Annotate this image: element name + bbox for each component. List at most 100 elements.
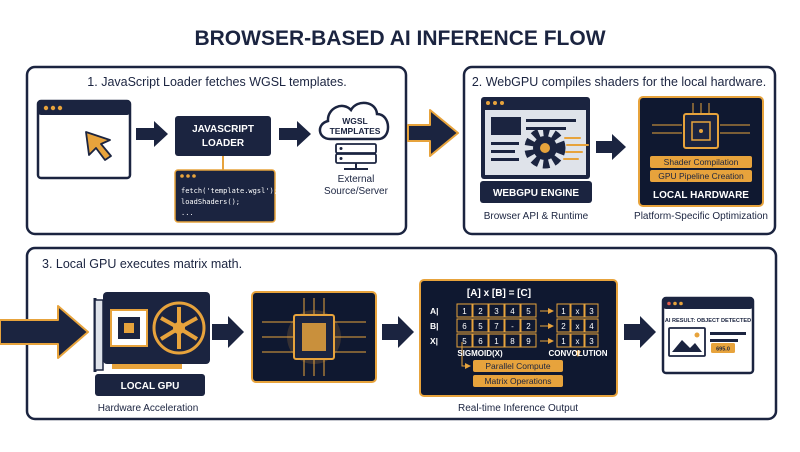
page-title: BROWSER-BASED AI INFERENCE FLOW xyxy=(194,27,605,50)
matrix-flow-arrows xyxy=(461,308,581,369)
gear-icon xyxy=(524,127,566,169)
tag-gpu-pipeline xyxy=(650,170,752,182)
matrix-cell xyxy=(488,318,505,333)
matrix-cell xyxy=(456,303,473,318)
arrow-into-panel3 xyxy=(0,305,89,359)
tag-matrix-operations-label: Matrix Operations xyxy=(484,376,551,386)
arrow-loader-to-cloud xyxy=(279,121,311,147)
local-hardware-label: LOCAL HARDWARE xyxy=(653,190,749,201)
tag-shader-compilation xyxy=(650,156,752,168)
cloud-icon: WGSL TEMPLATES xyxy=(318,101,390,141)
arrow-panel1-to-panel2 xyxy=(407,109,459,157)
result-cell xyxy=(584,318,599,333)
matrix-cell xyxy=(520,318,537,333)
matrix-cell xyxy=(504,303,521,318)
browser-window-icon xyxy=(36,99,132,180)
motion-lines xyxy=(563,137,589,160)
confidence-value: 695.0 xyxy=(716,347,730,353)
webgpu-engine-caption: Browser API & Runtime xyxy=(484,211,589,222)
result-text: AI RESULT: OBJECT DETECTED xyxy=(665,318,751,324)
result-cell-value: x xyxy=(576,307,580,316)
matrix-cell xyxy=(472,303,489,318)
panel-3-heading: 3. Local GPU executes matrix math. xyxy=(42,257,242,271)
matrix-cell-value: 4 xyxy=(510,307,515,316)
gpu-core-chip xyxy=(251,291,377,383)
cursor-icon xyxy=(85,131,112,161)
arrow-gpu-to-core xyxy=(212,316,244,348)
code-line-1: fetch('template.wgsl'); xyxy=(181,187,278,195)
arrow-core-to-matrix xyxy=(382,316,414,348)
output-caption: Real-time Inference Output xyxy=(458,403,578,414)
gpu-card-icon xyxy=(93,292,210,372)
loader-label-line2: LOADER xyxy=(202,138,245,149)
result-cell-value: 3 xyxy=(589,337,594,346)
javascript-loader-box: JAVASCRIPT LOADER xyxy=(175,116,271,156)
tag-shader-compilation-label: Shader Compilation xyxy=(664,157,739,167)
result-cell xyxy=(570,333,585,348)
cloud-label-line1: WGSL xyxy=(342,116,368,126)
matrix-cell-value: 3 xyxy=(494,307,499,316)
code-line-2: loadShaders(); xyxy=(181,198,240,206)
matrix-cell-value: 1 xyxy=(494,337,499,346)
result-cell xyxy=(556,333,571,348)
image-icon xyxy=(668,327,706,357)
matrix-cell-value: 8 xyxy=(510,337,515,346)
matrix-cell-value: - xyxy=(511,322,514,331)
matrix-row-label: B| xyxy=(430,321,439,331)
result-cell xyxy=(584,303,599,318)
result-cell-value: 1 xyxy=(561,337,566,346)
result-cell xyxy=(556,318,571,333)
result-cell-value: 1 xyxy=(561,307,566,316)
confidence-badge xyxy=(711,343,735,353)
matrix-cell xyxy=(488,303,505,318)
result-cell-value: 2 xyxy=(561,322,566,331)
matrix-cell-value: 6 xyxy=(462,322,467,331)
matrix-row-label: X| xyxy=(430,336,438,346)
result-cell xyxy=(556,303,571,318)
code-snippet-window: fetch('template.wgsl'); loadShaders(); .… xyxy=(174,169,278,223)
matrix-cell-value: 5 xyxy=(462,337,467,346)
matrix-cell xyxy=(520,333,537,348)
loader-label-line1: JAVASCRIPT xyxy=(192,124,254,135)
panel-1-heading: 1. JavaScript Loader fetches WGSL templa… xyxy=(87,75,346,89)
arrow-matrix-to-result xyxy=(624,316,656,348)
matrix-cell xyxy=(472,318,489,333)
webgpu-engine-label: WEBGPU ENGINE xyxy=(493,188,579,199)
result-cell-value: x xyxy=(576,322,580,331)
result-cell-value: 3 xyxy=(589,307,594,316)
matrix-cell-value: 5 xyxy=(478,322,483,331)
local-gpu-box xyxy=(95,374,205,396)
matrix-cell xyxy=(504,318,521,333)
matrix-cell xyxy=(456,318,473,333)
matrix-cell xyxy=(504,333,521,348)
matrix-cell-value: 9 xyxy=(526,337,531,346)
matrix-cell xyxy=(456,333,473,348)
result-cell xyxy=(570,303,585,318)
matrix-cell-value: 2 xyxy=(526,322,531,331)
matrix-cell-value: 5 xyxy=(526,307,531,316)
tag-matrix-operations xyxy=(473,375,563,387)
code-line-3: ... xyxy=(181,209,194,217)
server-label-line1: External xyxy=(338,174,375,185)
webgpu-engine-box xyxy=(480,181,592,203)
matrix-equation: [A] x [B] = [C] xyxy=(467,288,531,299)
result-cell xyxy=(584,333,599,348)
convolution-label: CONVOLUTION xyxy=(548,349,607,358)
result-cell-value: 4 xyxy=(589,322,594,331)
sigmoid-label: SIGMOID(X) xyxy=(457,349,503,358)
arrow-engine-to-hardware xyxy=(596,134,626,160)
result-cell-value: x xyxy=(576,337,580,346)
server-icon xyxy=(335,143,377,170)
local-gpu-label: LOCAL GPU xyxy=(121,381,180,392)
matrix-row-label: A| xyxy=(430,306,439,316)
matrix-cell xyxy=(472,333,489,348)
matrix-cell-value: 6 xyxy=(478,337,483,346)
result-cell xyxy=(570,318,585,333)
matrix-cell xyxy=(520,303,537,318)
cloud-label-line2: TEMPLATES xyxy=(330,126,381,136)
result-placeholder-lines xyxy=(710,332,746,342)
matrix-cell-value: 1 xyxy=(462,307,467,316)
